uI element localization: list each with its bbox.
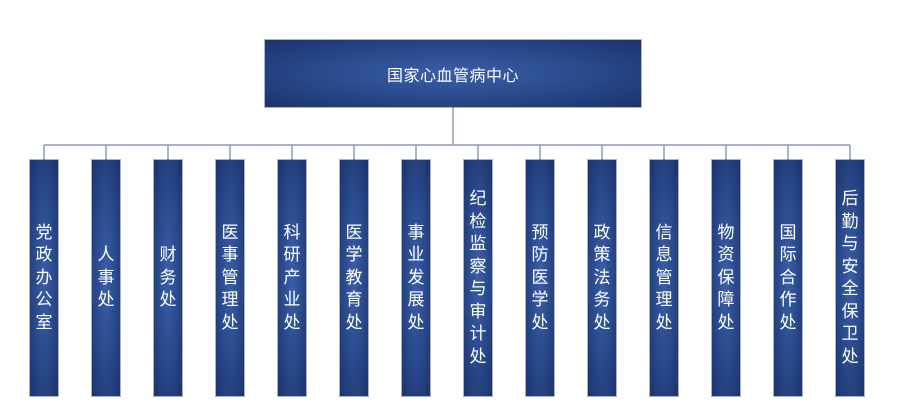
dept-node-label: 医学教育处 bbox=[345, 222, 363, 333]
dept-node-label: 预防医学处 bbox=[531, 222, 549, 333]
dept-node-label: 政策法务处 bbox=[593, 222, 611, 333]
dept-node-label: 事业发展处 bbox=[407, 222, 425, 333]
dept-node-label: 信息管理处 bbox=[655, 222, 673, 333]
dept-node: 后勤与安全保卫处 bbox=[836, 160, 864, 396]
dept-node-label: 财务处 bbox=[159, 245, 177, 311]
root-node-label: 国家心血管病中心 bbox=[386, 65, 519, 85]
dept-node: 纪检监察与审计处 bbox=[464, 160, 492, 396]
dept-node: 医学教育处 bbox=[340, 160, 368, 396]
dept-node-label: 纪检监察与审计处 bbox=[469, 189, 487, 367]
dept-node: 财务处 bbox=[154, 160, 182, 396]
dept-node: 科研产业处 bbox=[278, 160, 306, 396]
dept-node: 人事处 bbox=[92, 160, 120, 396]
dept-node-label: 后勤与安全保卫处 bbox=[841, 189, 859, 367]
dept-node: 事业发展处 bbox=[402, 160, 430, 396]
dept-node-label: 国际合作处 bbox=[779, 222, 797, 333]
dept-node-label: 医事管理处 bbox=[221, 222, 239, 333]
dept-node-label: 科研产业处 bbox=[283, 222, 301, 333]
dept-node: 医事管理处 bbox=[216, 160, 244, 396]
root-node: 国家心血管病中心 bbox=[265, 40, 641, 107]
dept-node-label: 人事处 bbox=[97, 245, 115, 311]
dept-node: 党政办公室 bbox=[30, 160, 58, 396]
dept-node: 物资保障处 bbox=[712, 160, 740, 396]
dept-node: 信息管理处 bbox=[650, 160, 678, 396]
dept-node: 预防医学处 bbox=[526, 160, 554, 396]
dept-node: 国际合作处 bbox=[774, 160, 802, 396]
dept-node-label: 物资保障处 bbox=[717, 222, 735, 333]
dept-node: 政策法务处 bbox=[588, 160, 616, 396]
dept-node-label: 党政办公室 bbox=[35, 222, 53, 333]
